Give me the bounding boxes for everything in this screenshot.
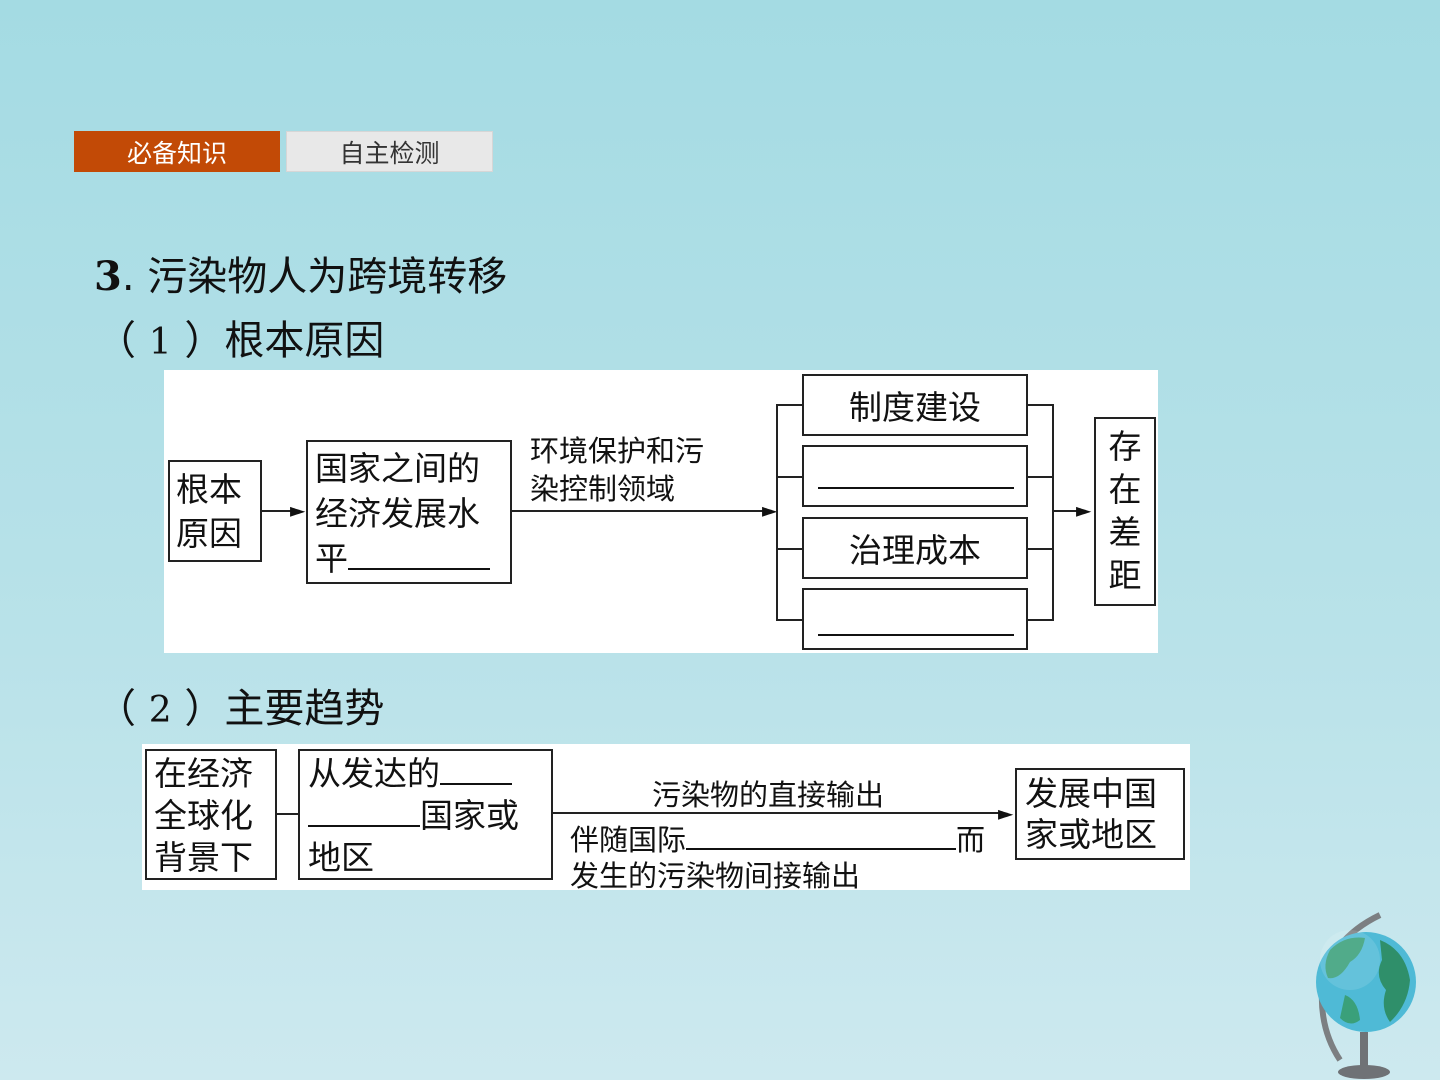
connector-line — [277, 813, 299, 815]
blank-field-source-2[interactable] — [308, 825, 420, 827]
item-cost-label: 治理成本 — [849, 531, 981, 570]
root-cause-box: 根本 原因 — [168, 460, 262, 562]
arrow-head-2: ► — [762, 498, 778, 522]
item-blank-box-2 — [802, 588, 1028, 650]
bracket-right-tick-2 — [1028, 476, 1054, 478]
source-line1: 从发达的 — [308, 754, 440, 793]
economic-gap-line1: 国家之间的 — [315, 449, 480, 488]
trend-diagram: 在经济 全球化 背景下 从发达的 国家或 地区 ► 污染物的直接输出 伴随国际 而… — [142, 744, 1190, 893]
bracket-right-tick-3 — [1028, 548, 1054, 550]
subheading-1: （ 1 ）根本原因 — [96, 318, 385, 364]
target-line2: 家或地区 — [1025, 815, 1157, 854]
result-char-2: 在 — [1108, 470, 1142, 509]
subheading-2: （ 2 ）主要趋势 — [96, 686, 385, 732]
economic-gap-line2: 经济发展水 — [315, 494, 480, 533]
arrow-bottom-line2: 发生的污染物间接输出 — [570, 859, 861, 893]
arrow-head-3: ► — [1076, 498, 1092, 522]
context-line2: 全球化 — [154, 796, 253, 835]
trend-arrow-line — [553, 812, 1003, 814]
arrow-bottom-label: 伴随国际 而 发生的污染物间接输出 — [570, 822, 985, 894]
target-box: 发展中国 家或地区 — [1015, 768, 1185, 860]
source-line2: 国家或 — [420, 796, 519, 835]
root-cause-diagram: 根本 原因 ► 国家之间的 经济发展水 平 ► 环境保护和污 染控制领域 制度建… — [164, 370, 1158, 653]
tab-essential-knowledge[interactable]: 必备知识 — [74, 131, 280, 172]
result-gap-box: 存 在 差 距 — [1094, 417, 1156, 606]
arrow-label-1-line2: 染控制领域 — [530, 472, 676, 506]
result-char-3: 差 — [1108, 513, 1142, 552]
source-line3: 地区 — [308, 838, 374, 877]
subheading-1-title: 根本原因 — [224, 318, 385, 364]
tab-essential-knowledge-label: 必备知识 — [126, 138, 227, 168]
item-cost-box: 治理成本 — [802, 517, 1028, 579]
arrow-line-3 — [1054, 510, 1084, 512]
tab-self-check-label: 自主检测 — [339, 138, 440, 168]
context-line1: 在经济 — [154, 754, 253, 793]
arrow-line-1 — [262, 510, 296, 512]
bracket-left-vertical — [776, 404, 778, 620]
root-cause-line1: 根本 — [176, 470, 242, 509]
target-line1: 发展中国 — [1025, 774, 1157, 813]
blank-field-item-4[interactable] — [818, 634, 1014, 636]
blank-field-source-1[interactable] — [440, 783, 512, 785]
bracket-left-tick-4 — [776, 619, 802, 621]
bracket-left-tick-2 — [776, 476, 802, 478]
bracket-left-tick-1 — [776, 404, 802, 406]
bracket-right-tick-4 — [1028, 619, 1054, 621]
subheading-1-number: 1 — [148, 322, 172, 363]
source-box: 从发达的 国家或 地区 — [298, 749, 553, 880]
context-line3: 背景下 — [154, 838, 253, 877]
bracket-left-tick-3 — [776, 548, 802, 550]
subheading-2-number: 2 — [148, 690, 172, 731]
arrow-bottom-pre: 伴随国际 — [570, 823, 687, 857]
economic-gap-line3: 平 — [315, 539, 348, 578]
arrow-head-1: ► — [290, 498, 306, 522]
blank-field-item-2[interactable] — [818, 487, 1014, 489]
subheading-2-title: 主要趋势 — [224, 686, 385, 732]
blank-field-trade[interactable] — [686, 848, 957, 850]
item-institution-label: 制度建设 — [849, 388, 981, 427]
blank-field-economic[interactable] — [348, 540, 490, 570]
bracket-right-tick-1 — [1028, 404, 1054, 406]
section-number: 3 — [94, 253, 122, 300]
section-title: 污染物人为跨境转移 — [147, 254, 508, 300]
result-char-4: 距 — [1108, 556, 1142, 595]
arrow-bottom-post: 而 — [956, 823, 986, 857]
context-box: 在经济 全球化 背景下 — [145, 749, 277, 880]
arrow-line-2 — [512, 510, 768, 512]
section-heading: 3. 污染物人为跨境转移 — [94, 253, 508, 300]
item-blank-box-1 — [802, 445, 1028, 507]
economic-gap-box: 国家之间的 经济发展水 平 — [306, 440, 512, 584]
root-cause-line2: 原因 — [176, 514, 242, 553]
result-char-1: 存 — [1108, 427, 1142, 466]
trend-arrow-head: ► — [998, 801, 1014, 825]
arrow-label-1-line1: 环境保护和污 — [530, 434, 705, 468]
bracket-right-vertical — [1052, 404, 1054, 621]
tab-self-check[interactable]: 自主检测 — [286, 131, 493, 172]
arrow-top-label: 污染物的直接输出 — [652, 778, 885, 812]
item-institution-box: 制度建设 — [802, 374, 1028, 436]
arrow-label-1: 环境保护和污 染控制领域 — [530, 432, 704, 508]
globe-icon — [1316, 912, 1416, 1079]
